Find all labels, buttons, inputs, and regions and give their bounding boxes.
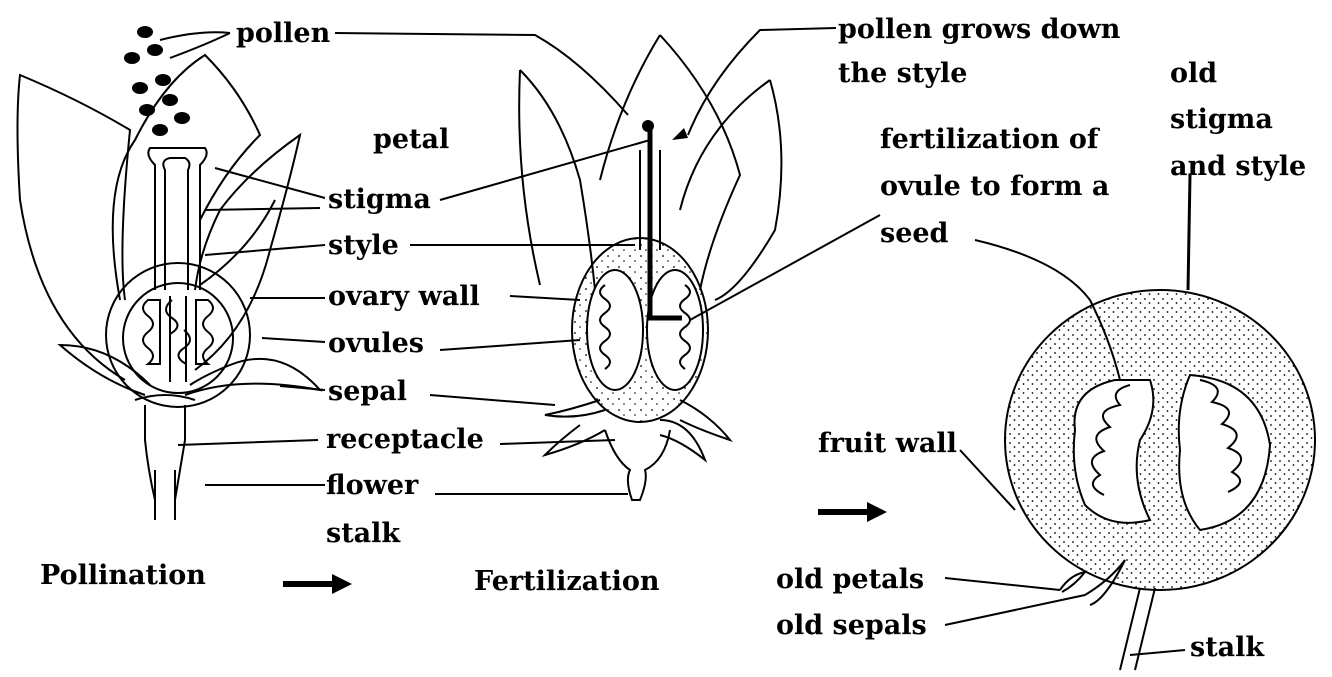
old-petals-shape [1060, 572, 1085, 592]
label-pollen: pollen [236, 18, 331, 49]
pollination-flower [18, 26, 321, 520]
pollen-grain-on-stigma [642, 120, 654, 132]
fruit [1005, 175, 1315, 670]
label-old-sepals: old sepals [776, 610, 927, 641]
old-stigma-style [1188, 175, 1190, 290]
label-receptacle: receptacle [326, 424, 484, 455]
label-flower: flower [326, 470, 419, 501]
petal-left-2 [520, 70, 595, 290]
label-pollen-grows-2: the style [838, 58, 967, 89]
label-stigma: stigma [328, 184, 431, 215]
stage-pollination: Pollination [40, 560, 206, 591]
label-old-petals: old petals [776, 564, 924, 595]
label-old-stigma-2: stigma [1170, 104, 1273, 135]
fertilization-flower [519, 35, 781, 500]
label-style: style [328, 230, 399, 261]
label-old-stigma-1: old [1170, 58, 1217, 89]
label-ovary-wall: ovary wall [328, 281, 480, 312]
label-stalk-2: stalk [1190, 632, 1265, 663]
ovules [143, 296, 213, 382]
label-stalk-1: stalk [326, 518, 401, 549]
label-fertilization-2: ovule to form a [880, 171, 1109, 202]
label-pollen-grows-1: pollen grows down [838, 14, 1121, 45]
flower-stalk [145, 405, 185, 520]
sepal-2 [545, 400, 605, 417]
petal-far-right [715, 80, 781, 300]
ovary-wall [106, 263, 250, 407]
label-sepal: sepal [328, 376, 407, 407]
pollen-grains [124, 26, 190, 136]
stage-fertilization: Fertilization [474, 566, 660, 597]
sepal-left [60, 345, 150, 395]
label-old-stigma-3: and style [1170, 151, 1306, 182]
label-petal: petal [373, 124, 449, 155]
label-fertilization-3: seed [880, 218, 949, 249]
label-ovules: ovules [328, 328, 424, 359]
fruit-stalk [1120, 588, 1155, 670]
label-fruit-wall: fruit wall [818, 428, 957, 459]
label-fertilization-1: fertilization of [880, 124, 1101, 155]
